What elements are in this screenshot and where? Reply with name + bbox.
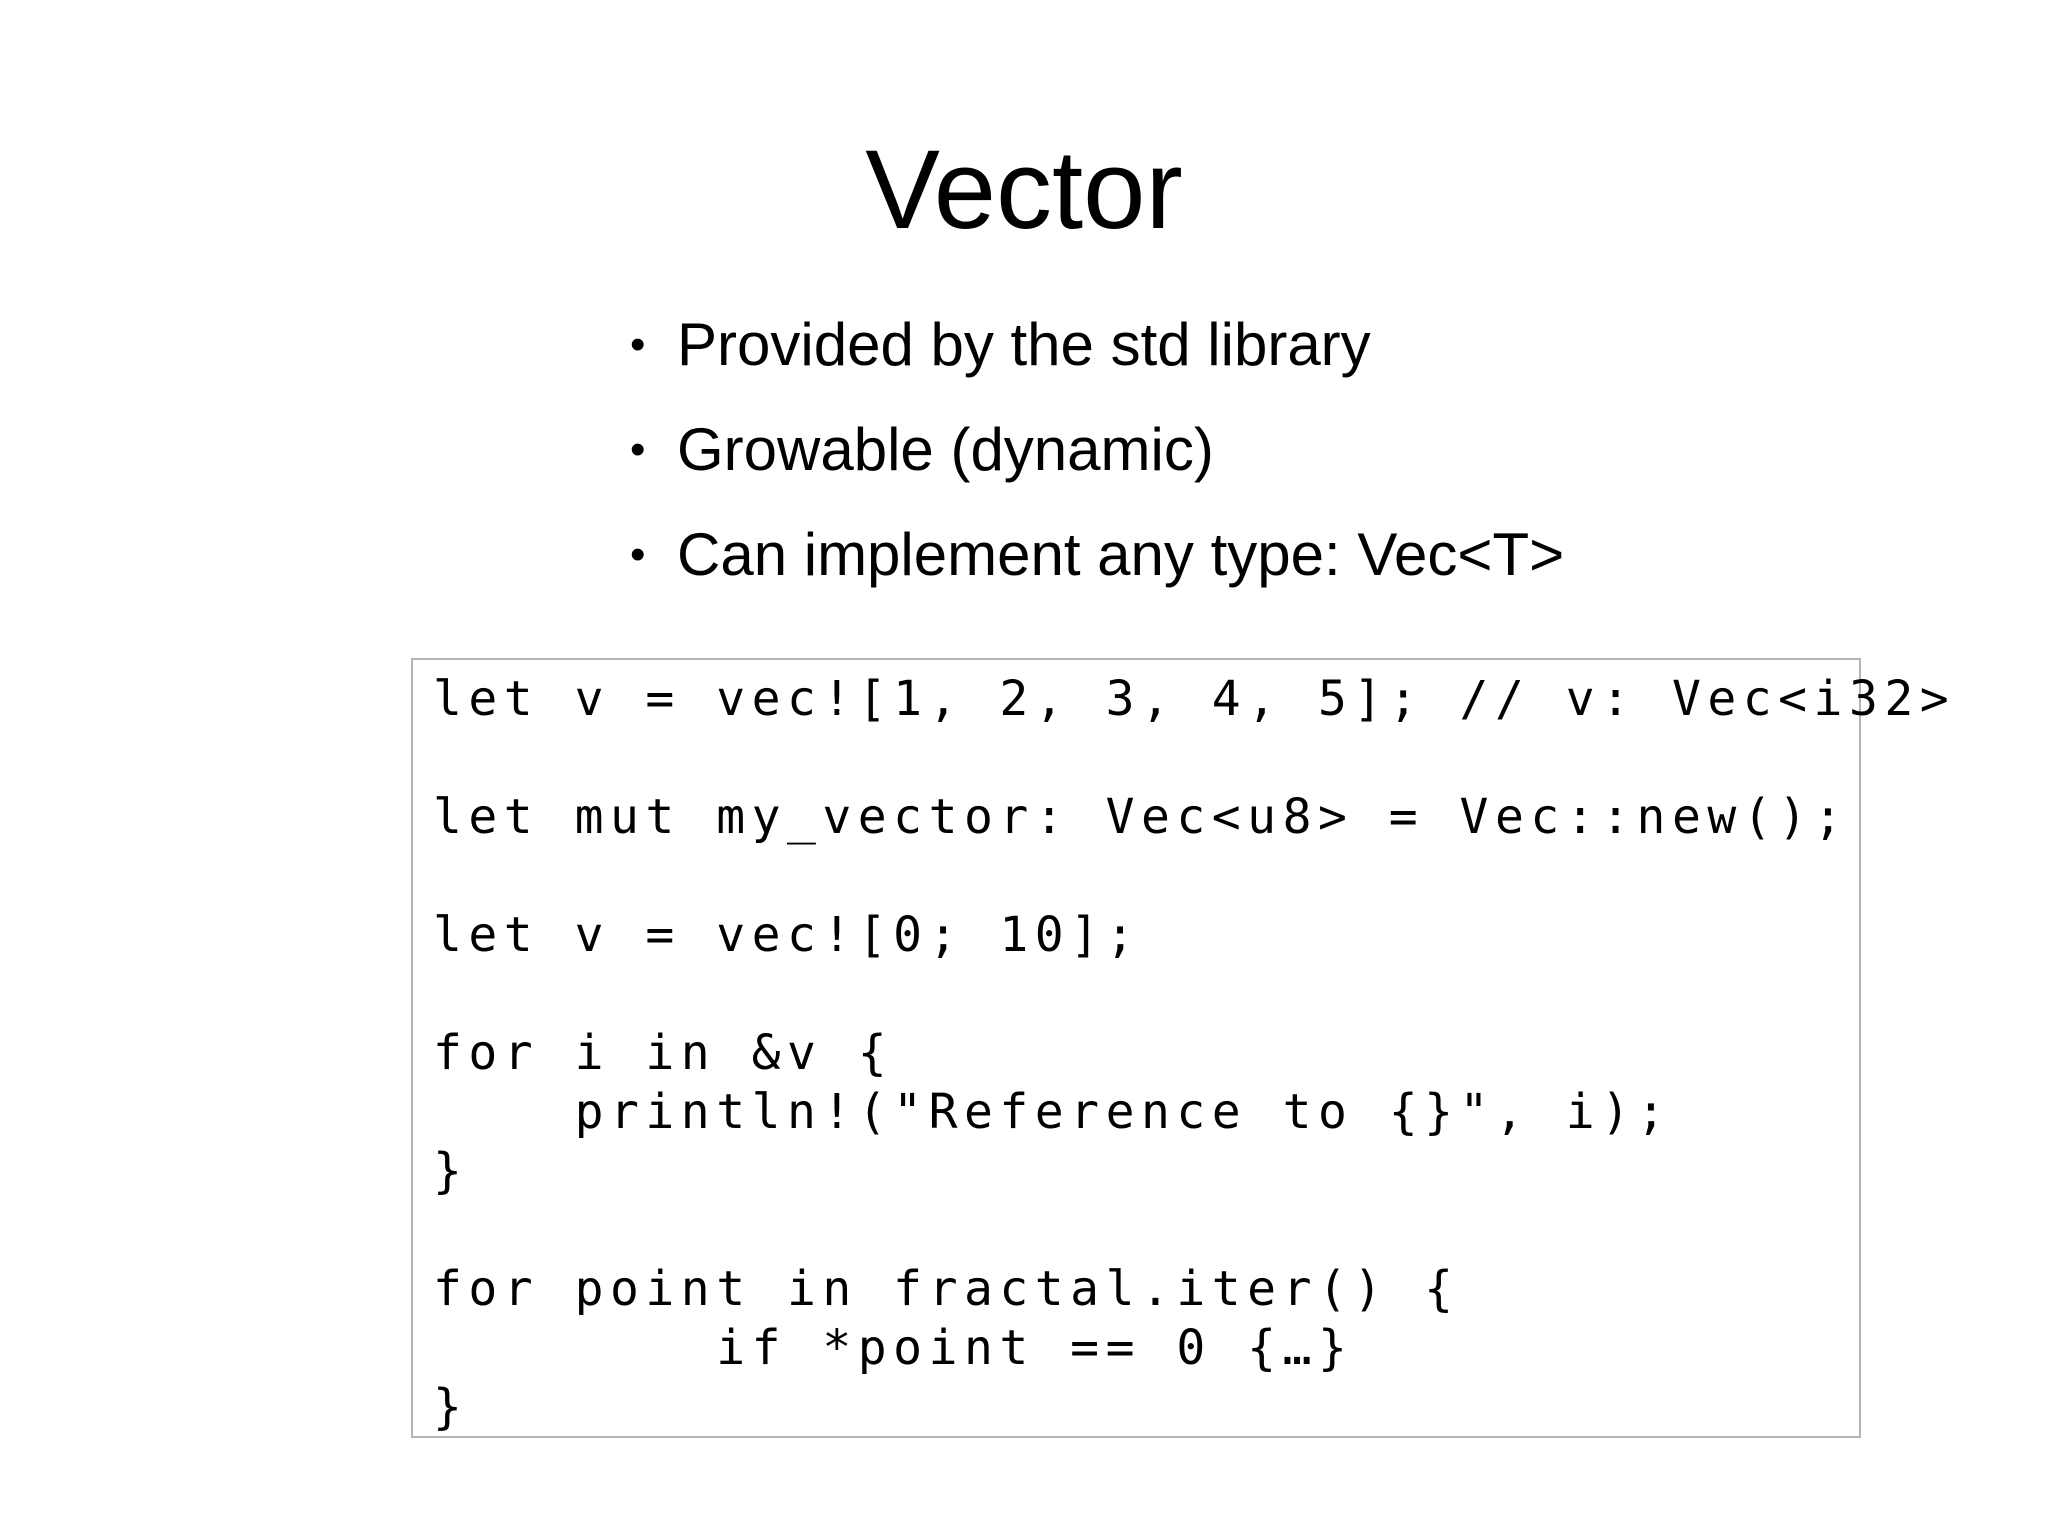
bullet-item: • Growable (dynamic) bbox=[630, 415, 1564, 485]
code-line: for point in fractal.iter() { bbox=[433, 1261, 1460, 1317]
bullet-item: • Provided by the std library bbox=[630, 310, 1564, 380]
code-block: let v = vec![1, 2, 3, 4, 5]; // v: Vec<i… bbox=[411, 658, 1949, 1438]
slide-title: Vector bbox=[865, 127, 1183, 252]
bullet-icon: • bbox=[630, 530, 646, 579]
code-line: let v = vec![0; 10]; bbox=[433, 907, 1141, 963]
code-line: if *point == 0 {…} bbox=[433, 1320, 1354, 1376]
bullet-text: Provided by the std library bbox=[677, 311, 1371, 378]
bullet-item: • Can implement any type: Vec<T> bbox=[630, 520, 1564, 590]
bullet-text: Can implement any type: Vec<T> bbox=[677, 521, 1565, 588]
code-line: for i in &v { bbox=[433, 1025, 894, 1081]
code-line: } bbox=[433, 1379, 469, 1435]
bullet-text: Growable (dynamic) bbox=[677, 416, 1214, 483]
code-line: } bbox=[433, 1143, 469, 1199]
bullet-icon: • bbox=[630, 425, 646, 474]
code-line: let v = vec![1, 2, 3, 4, 5]; // v: Vec<i… bbox=[433, 671, 1956, 727]
bullet-icon: • bbox=[630, 320, 646, 369]
code-line: let mut my_vector: Vec<u8> = Vec::new(); bbox=[433, 789, 1849, 845]
bullet-list: • Provided by the std library • Growable… bbox=[630, 310, 1564, 625]
code-line: println!("Reference to {}", i); bbox=[433, 1084, 1672, 1140]
